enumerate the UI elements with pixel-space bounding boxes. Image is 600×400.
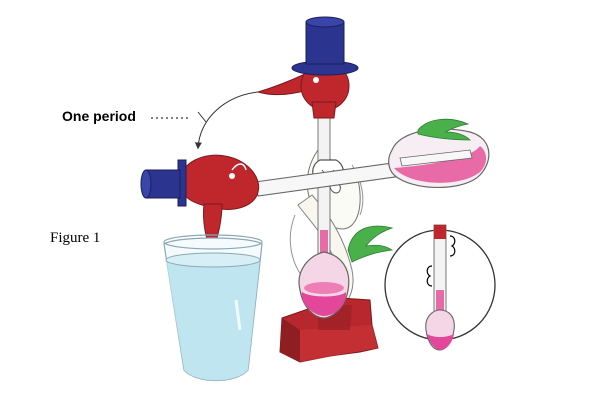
bird-base bbox=[279, 297, 379, 363]
zoom-callout bbox=[384, 224, 496, 351]
period-arrow bbox=[151, 91, 259, 150]
leaf-feather-lower bbox=[347, 225, 394, 263]
label-figure-1: Figure 1 bbox=[50, 230, 101, 246]
upright-bird-head bbox=[256, 16, 359, 119]
tilted-bird bbox=[140, 118, 490, 254]
water-glass bbox=[163, 234, 263, 381]
label-one-period: One period bbox=[62, 108, 136, 124]
